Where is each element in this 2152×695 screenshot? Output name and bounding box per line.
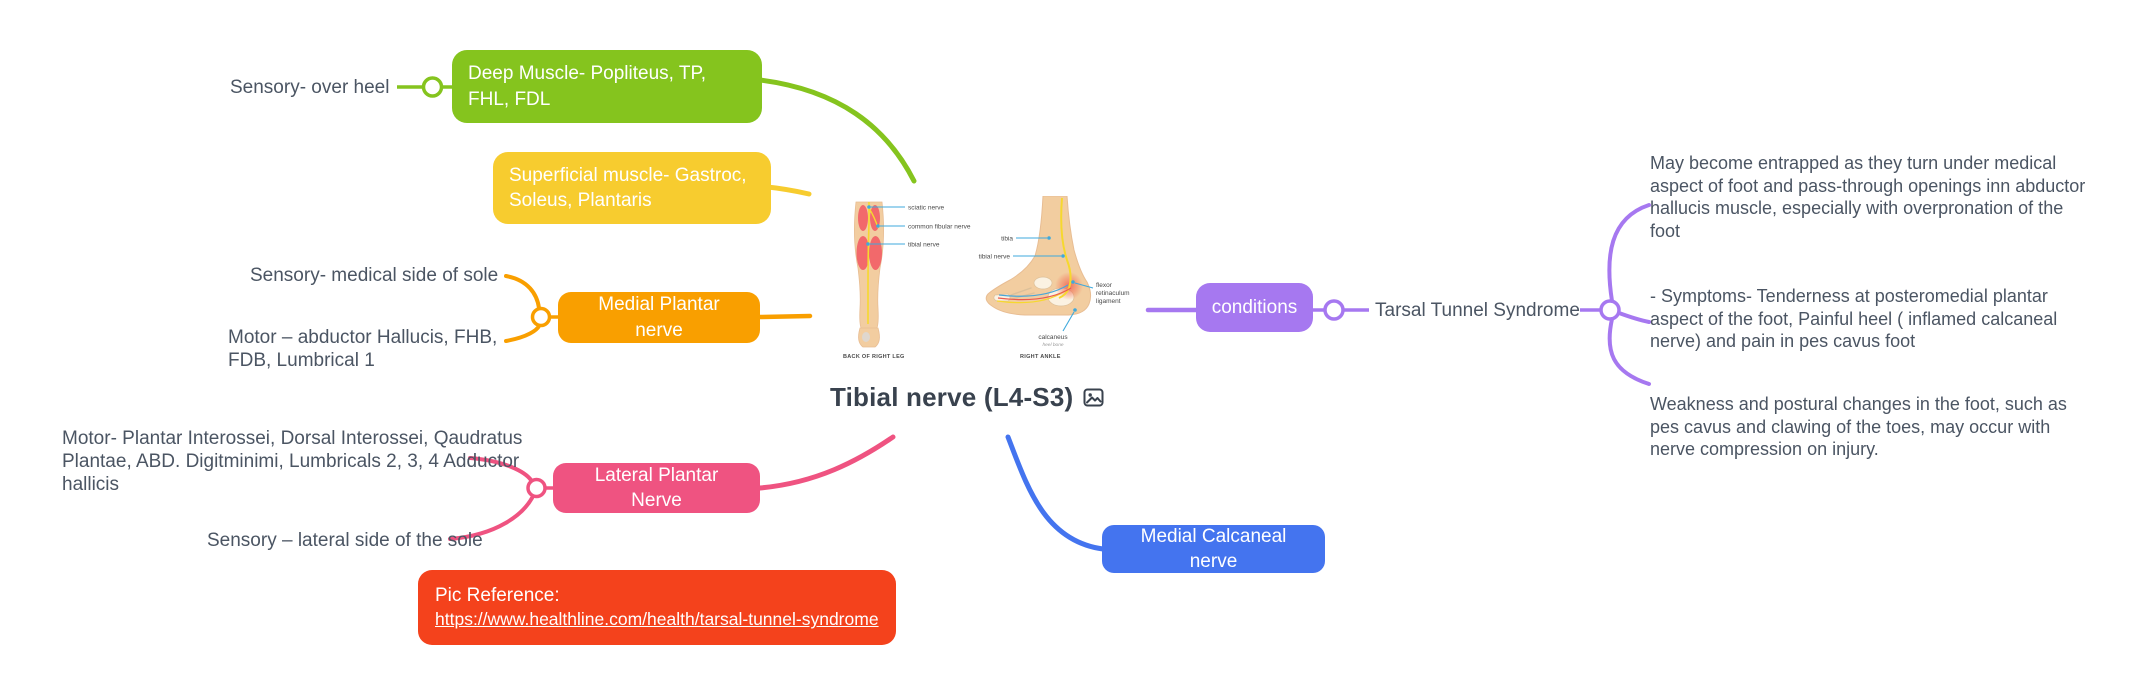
topic-conditions[interactable]: conditions	[1196, 283, 1313, 332]
collapse-toggle-lateral-plantar[interactable]	[526, 477, 547, 499]
hamstring-muscle-left	[858, 205, 868, 231]
medial-calcaneal-branch-curve	[1005, 434, 1106, 552]
flexor-label-line2: retinaculum	[1096, 290, 1130, 297]
note2-curve	[1617, 311, 1651, 324]
topic-tarsal-tunnel[interactable]: Tarsal Tunnel Syndrome	[1375, 300, 1580, 321]
tibia-label: tibia	[1001, 236, 1013, 243]
topic-lateral-plantar-label: Lateral Plantar Nerve	[594, 464, 719, 511]
calf-muscle-right	[869, 236, 882, 270]
topic-sensory-over-heel[interactable]: Sensory- over heel	[230, 77, 390, 98]
sole-nerve-blue	[998, 284, 1069, 297]
note3-curve	[1607, 317, 1651, 386]
topic-medial-calcaneal[interactable]: Medial Calcaneal nerve	[1102, 525, 1325, 573]
topic-medial-plantar-label: Medial Plantar nerve	[598, 294, 720, 341]
ankle-tibial-nerve-line	[1058, 197, 1072, 299]
heel-bone-label: heel bone	[1042, 342, 1063, 348]
leg-illustration: sciatic nerve common fibular nerve tibia…	[843, 201, 971, 360]
flexor-label-line3: ligament	[1096, 298, 1121, 305]
page-title[interactable]: Tibial nerve (L4-S3)	[830, 382, 1074, 412]
flexor-label-line1: flexor	[1096, 282, 1113, 289]
anatomy-image[interactable]: sciatic nerve common fibular nerve tibia…	[835, 196, 1155, 368]
sciatic-pointer-dot	[867, 205, 871, 209]
tibial-nerve-label: tibial nerve	[908, 242, 940, 249]
calcaneus-pointer-line	[1062, 311, 1075, 332]
ankle-illustration: tibia tibial nerve flexor retinaculum li…	[979, 196, 1130, 360]
calcaneus-pointer-dot	[1073, 308, 1077, 312]
topic-superficial-muscle-label: Superficial muscle- Gastroc, Soleus, Pla…	[509, 165, 747, 212]
topic-lateral-plantar[interactable]: Lateral Plantar Nerve	[553, 463, 760, 513]
topic-deep-muscle-label: Deep Muscle- Popliteus, TP, FHL, FDL	[468, 63, 706, 110]
deep-muscle-branch-curve	[757, 77, 917, 184]
left-caption: BACK OF RIGHT LEG	[843, 354, 905, 360]
topic-sensory-lateral-sole[interactable]: Sensory – lateral side of the sole	[207, 530, 483, 551]
flexor-pointer-dot	[1071, 280, 1075, 284]
calcaneus-label: calcaneus	[1038, 334, 1068, 341]
tibial-pointer-dot	[866, 242, 870, 246]
tibial-nerve-line	[867, 202, 870, 324]
heel-bone-shape	[862, 332, 870, 342]
topic-pic-reference[interactable]: Pic Reference: https://www.healthline.co…	[418, 570, 896, 645]
fibular-pointer-dot	[876, 224, 880, 228]
topic-medial-plantar[interactable]: Medial Plantar nerve	[558, 292, 760, 343]
sole-nerve-red	[997, 287, 1072, 301]
calf-muscle-left	[856, 236, 870, 270]
topic-superficial-muscle[interactable]: Superficial muscle- Gastroc, Soleus, Pla…	[493, 152, 771, 225]
topic-sensory-medial-sole[interactable]: Sensory- medical side of sole	[250, 265, 499, 286]
note1-curve	[1607, 203, 1651, 303]
topic-medial-calcaneal-label: Medial Calcaneal nerve	[1140, 525, 1287, 572]
collapse-toggle-tarsal-tunnel[interactable]	[1599, 299, 1621, 321]
sciatic-nerve-label: sciatic nerve	[908, 205, 945, 212]
medial-plantar-branch-curve	[757, 313, 813, 320]
note-entrapment[interactable]: May become entrapped as they turn under …	[1650, 153, 2086, 241]
topic-motor-lateral[interactable]: Motor- Plantar Interossei, Dorsal Intero…	[62, 428, 523, 496]
collapse-toggle-conditions[interactable]	[1323, 299, 1345, 321]
common-fibular-nerve-label: common fibular nerve	[908, 224, 971, 231]
flexor-pointer-line	[1074, 282, 1094, 289]
tibia-pointer-dot	[1047, 236, 1051, 240]
right-caption: RIGHT ANKLE	[1020, 354, 1061, 360]
ankle-tibial-pointer-dot	[1061, 254, 1065, 258]
root-topic[interactable]: Tibial nerve (L4-S3)	[830, 382, 1104, 413]
lateral-plantar-branch-curve	[757, 434, 896, 491]
ankle-tibial-nerve-label: tibial nerve	[979, 254, 1011, 261]
collapse-toggle-medial-plantar[interactable]	[530, 306, 552, 328]
topic-conditions-label: conditions	[1211, 296, 1298, 318]
pic-reference-label: Pic Reference:	[435, 585, 560, 607]
collapse-toggle-deep-muscle[interactable]	[421, 76, 444, 98]
note-weakness[interactable]: Weakness and postural changes in the foo…	[1650, 394, 2067, 459]
topic-motor-medial[interactable]: Motor – abductor Hallucis, FHB, FDB, Lum…	[228, 327, 498, 372]
sensory-medial-curve	[504, 274, 541, 310]
pic-reference-link[interactable]: https://www.healthline.com/health/tarsal…	[435, 609, 879, 630]
topic-deep-muscle[interactable]: Deep Muscle- Popliteus, TP, FHL, FDL	[452, 50, 762, 123]
talus-bone	[1033, 276, 1053, 290]
image-attachment-icon[interactable]	[1083, 388, 1104, 407]
note-symptoms[interactable]: - Symptoms- Tenderness at posteromedial …	[1650, 286, 2058, 351]
